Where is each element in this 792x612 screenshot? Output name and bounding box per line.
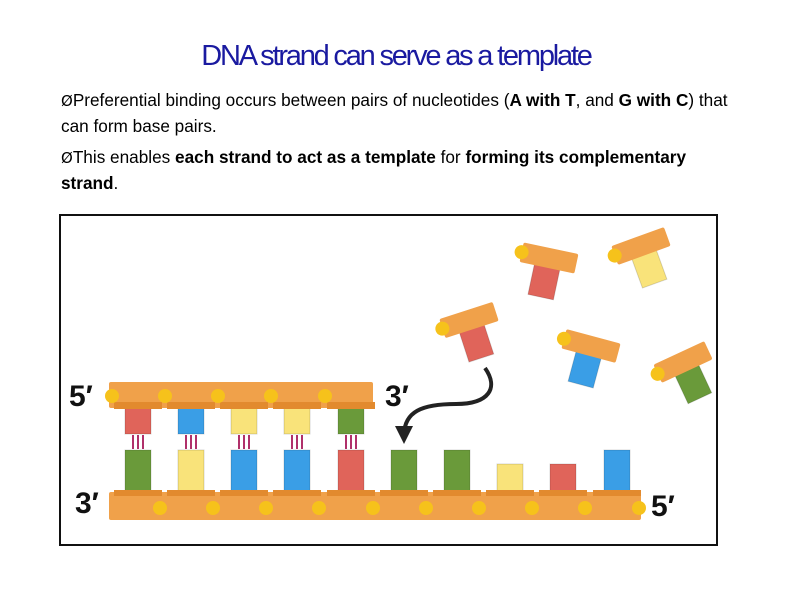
free-phosphate [435,321,450,336]
bottom-phosphate [366,501,380,515]
free-nucleotide-yellow [607,227,671,289]
bottom-sugar-notch [114,490,162,496]
bullet-text: for [435,147,466,167]
bullet-text: , and [575,90,619,110]
free-phosphate [556,331,571,346]
bottom-phosphate [525,501,539,515]
bullet-bold-text: G with C [618,90,689,110]
bullet-item: ØPreferential binding occurs between pai… [61,88,741,139]
bottom-phosphate [206,501,220,515]
bottom-base-blue [603,449,631,495]
top-base-red [124,405,152,435]
free-nucleotide-green [650,341,713,405]
bottom-sugar-notch [593,490,641,496]
bottom-base-blue [283,449,311,495]
bottom-sugar-notch [167,490,215,496]
bottom-phosphate [472,501,486,515]
top-phosphate [211,389,225,403]
bottom-base-green [390,449,418,495]
bottom-phosphate [632,501,646,515]
label-top-5prime: 5′ [69,380,93,413]
top-phosphate [158,389,172,403]
bullet-bold-text: forming its complementary strand [61,147,687,193]
dna-diagram: 5′ 3′ 3′ 5′ [69,227,713,523]
free-phosphate [650,366,665,381]
bullet-text: This enables [72,147,176,167]
bottom-sugar-notch [486,490,534,496]
bottom-base-red [549,463,577,495]
top-base-yellow [230,405,258,435]
top-sugar-notch [273,402,321,409]
bottom-phosphate [153,501,167,515]
bullet-list: ØPreferential binding occurs between pai… [61,88,741,202]
bullet-bold-text: each strand to act as a template [175,147,436,167]
free-nucleotide-red [435,302,499,363]
bullet-item: ØThis enables each strand to act as a te… [61,145,741,196]
free-phosphate [607,248,622,263]
arrowhead-icon [395,426,413,444]
top-base-yellow [283,405,311,435]
free-sugar [654,341,712,383]
free-nucleotide-blue [556,329,621,389]
bullet-text: ) that can form base pairs. [61,90,728,136]
bottom-phosphate [578,501,592,515]
bottom-base-yellow [496,463,524,495]
top-sugar-notch [220,402,268,409]
bottom-sugar-notch [220,490,268,496]
free-sugar [611,227,671,265]
top-sugar-notch [327,402,375,409]
bottom-phosphate [312,501,326,515]
arrow-icon [402,366,494,435]
bottom-sugar-notch [433,490,481,496]
top-base-blue [177,405,205,435]
free-sugar [561,329,621,363]
bottom-sugar-notch [539,490,587,496]
bottom-sugar-notch [327,490,375,496]
free-sugar [519,242,579,274]
bottom-phosphate [259,501,273,515]
bottom-sugar-notch [380,490,428,496]
bullet-text: Preferential binding occurs between pair… [72,90,510,110]
bullet-arrow-icon: Ø [61,149,73,167]
bullet-bold-text: A with T [509,90,576,110]
bottom-base-green [443,449,471,495]
top-base-green [337,405,365,435]
top-phosphate [264,389,278,403]
bottom-base-yellow [177,449,205,495]
free-phosphate [514,245,529,260]
slide-title: DNA strand can serve as a template [201,40,593,72]
label-bottom-3prime: 3′ [75,487,99,520]
bullet-text: . [113,173,119,193]
top-backbone [109,382,373,408]
bullet-arrow-icon: Ø [61,92,73,110]
label-top-3prime: 3′ [385,380,409,413]
top-sugar-notch [167,402,215,409]
top-phosphate [105,389,119,403]
bottom-base-blue [230,449,258,495]
top-sugar-notch [114,402,162,409]
free-nucleotide-red [514,242,579,301]
dna-replication-figure: 5′ 3′ 3′ 5′ [59,214,718,546]
bottom-base-green [124,449,152,495]
label-bottom-5prime: 5′ [651,490,675,523]
bottom-base-red [337,449,365,495]
free-sugar [439,302,499,338]
bottom-phosphate [419,501,433,515]
top-phosphate [318,389,332,403]
bottom-sugar-notch [273,490,321,496]
